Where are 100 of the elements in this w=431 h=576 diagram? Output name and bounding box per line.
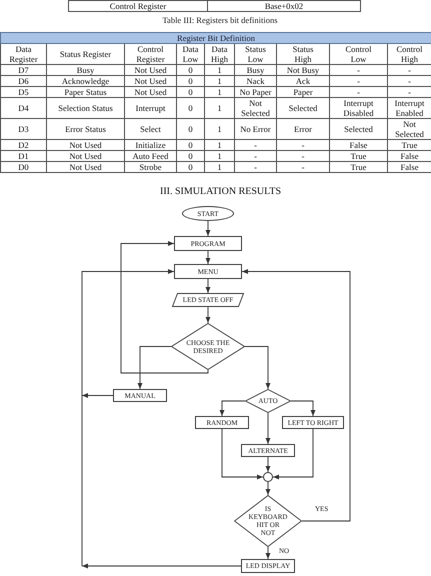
table-cell: 0 [176, 140, 204, 150]
table-cell: False [330, 140, 388, 150]
table-cell: True [330, 150, 388, 162]
table-cell: - [330, 86, 388, 98]
table-cell: Not Busy [276, 64, 330, 76]
table-cell: D5 [0, 86, 46, 98]
table-cell: 0 [176, 150, 204, 162]
table-cell: Initialize [124, 140, 176, 150]
connector-arrow [138, 346, 172, 390]
table-cell: Not Selected [388, 118, 431, 140]
table-cell: Selected [276, 98, 330, 118]
column-header: Status High [276, 44, 330, 64]
table-cell: Not Used [124, 64, 176, 76]
table-cell: Acknowledge [46, 76, 124, 86]
table-cell: Paper [276, 86, 330, 98]
table-cell: Error [276, 118, 330, 140]
table-cell: 1 [204, 76, 234, 86]
connector-arrow [120, 241, 208, 374]
connector-arrow [82, 564, 242, 568]
column-header: Control High [388, 44, 431, 64]
table-cell: - [234, 140, 276, 150]
table-cell: Control Register [68, 0, 208, 12]
table-cell: - [234, 162, 276, 172]
table-caption: Table III: Registers bit definitions [162, 15, 278, 25]
section-heading: III. SIMULATION RESULTS [160, 186, 282, 198]
table-cell: D7 [0, 64, 46, 76]
connector-arrow [222, 428, 264, 480]
table-cell: True [388, 140, 431, 150]
table-cell: Interrupt Disabled [330, 98, 388, 118]
table-cell: Paper Status [46, 86, 124, 98]
connector-arrow [266, 456, 270, 472]
connector-arrow [206, 250, 210, 264]
table-cell: 0 [176, 162, 204, 172]
table-cell: False [388, 150, 431, 162]
table-cell: Not Used [46, 140, 124, 150]
table-cell: 0 [176, 76, 204, 86]
table-cell: No Error [234, 118, 276, 140]
table-cell: No Paper [234, 86, 276, 98]
table-cell: Not Used [124, 76, 176, 86]
table-cell: - [330, 64, 388, 76]
table-cell: D6 [0, 76, 46, 86]
table-cell: False [388, 162, 431, 172]
column-header: Data Register [0, 44, 46, 64]
table-cell: D0 [0, 162, 46, 172]
connector-arrow [220, 400, 246, 416]
table-cell: 1 [204, 140, 234, 150]
table-cell: 1 [204, 64, 234, 76]
column-header: Status Register [46, 44, 124, 64]
table-cell: Not Used [124, 86, 176, 98]
connector-arrow [266, 546, 270, 560]
table-cell: D4 [0, 98, 46, 118]
table-cell: 0 [176, 86, 204, 98]
connector-arrow [206, 306, 210, 324]
table-cell: Interrupt [124, 98, 176, 118]
table-cell: D2 [0, 140, 46, 150]
table-cell: - [276, 140, 330, 150]
table-cell: - [276, 150, 330, 162]
connector-arrow [266, 482, 270, 496]
connector-arrow [82, 269, 174, 566]
table-cell: D1 [0, 150, 46, 162]
table-cell: True [330, 162, 388, 172]
table-cell: Base+0x02 [208, 0, 360, 12]
table-cell: Ack [276, 76, 330, 86]
table-cell: Error Status [46, 118, 124, 140]
table-cell: Interrupt Enabled [388, 98, 431, 118]
column-header: Control Register [124, 44, 176, 64]
connector-arrow [82, 393, 114, 398]
table-cell: 1 [204, 118, 234, 140]
table-cell: 0 [176, 98, 204, 118]
table-cell: Nack [234, 76, 276, 86]
table-cell: Strobe [124, 162, 176, 172]
table-cell: Select [124, 118, 176, 140]
table-cell: - [234, 150, 276, 162]
table-cell: 0 [176, 64, 204, 76]
connector-arrow [206, 220, 210, 236]
table-cell: Busy [234, 64, 276, 76]
column-header: Control Low [330, 44, 388, 64]
table-cell: 1 [204, 150, 234, 162]
connector-arrow [272, 428, 314, 480]
table-cell: D3 [0, 118, 46, 140]
table-cell: 1 [204, 98, 234, 118]
column-header: Data Low [176, 44, 204, 64]
connector-arrow [242, 269, 350, 522]
table-cell: - [330, 76, 388, 86]
table-cell: Not Used [46, 150, 124, 162]
table-cell: Auto Feed [124, 150, 176, 162]
table-cell: 1 [204, 86, 234, 98]
connector-arrow [206, 278, 210, 294]
connector-arrow [266, 412, 270, 444]
table-title-bar: Register Bit Definition [0, 32, 431, 44]
table-cell: - [276, 162, 330, 172]
column-header: Data High [204, 44, 234, 64]
table-cell: Selected [330, 118, 388, 140]
table-cell: 1 [204, 162, 234, 172]
table-cell: 0 [176, 118, 204, 140]
table-cell: Not Used [46, 162, 124, 172]
table-cell: Selection Status [46, 98, 124, 118]
connector-arrow [244, 346, 270, 390]
table-cell: Not Selected [234, 98, 276, 118]
column-header: Status Low [234, 44, 276, 64]
